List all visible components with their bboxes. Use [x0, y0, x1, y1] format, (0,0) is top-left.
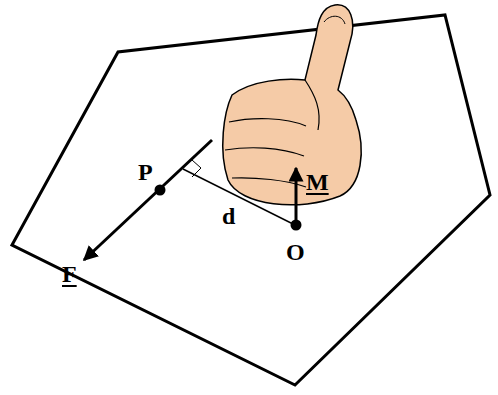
point-label: P	[138, 160, 153, 184]
plane	[12, 15, 490, 385]
thumbs-up-hand	[223, 5, 361, 205]
force-arrow	[84, 140, 212, 260]
distance-line	[183, 169, 295, 225]
point-label: O	[286, 240, 305, 264]
right-angle-mark	[192, 160, 201, 177]
point-p	[155, 185, 166, 196]
moment-arrow	[295, 168, 298, 225]
force-label: F	[62, 262, 77, 286]
moment-label: M	[306, 170, 329, 194]
distance-label: d	[222, 204, 235, 228]
point-o	[291, 220, 302, 231]
